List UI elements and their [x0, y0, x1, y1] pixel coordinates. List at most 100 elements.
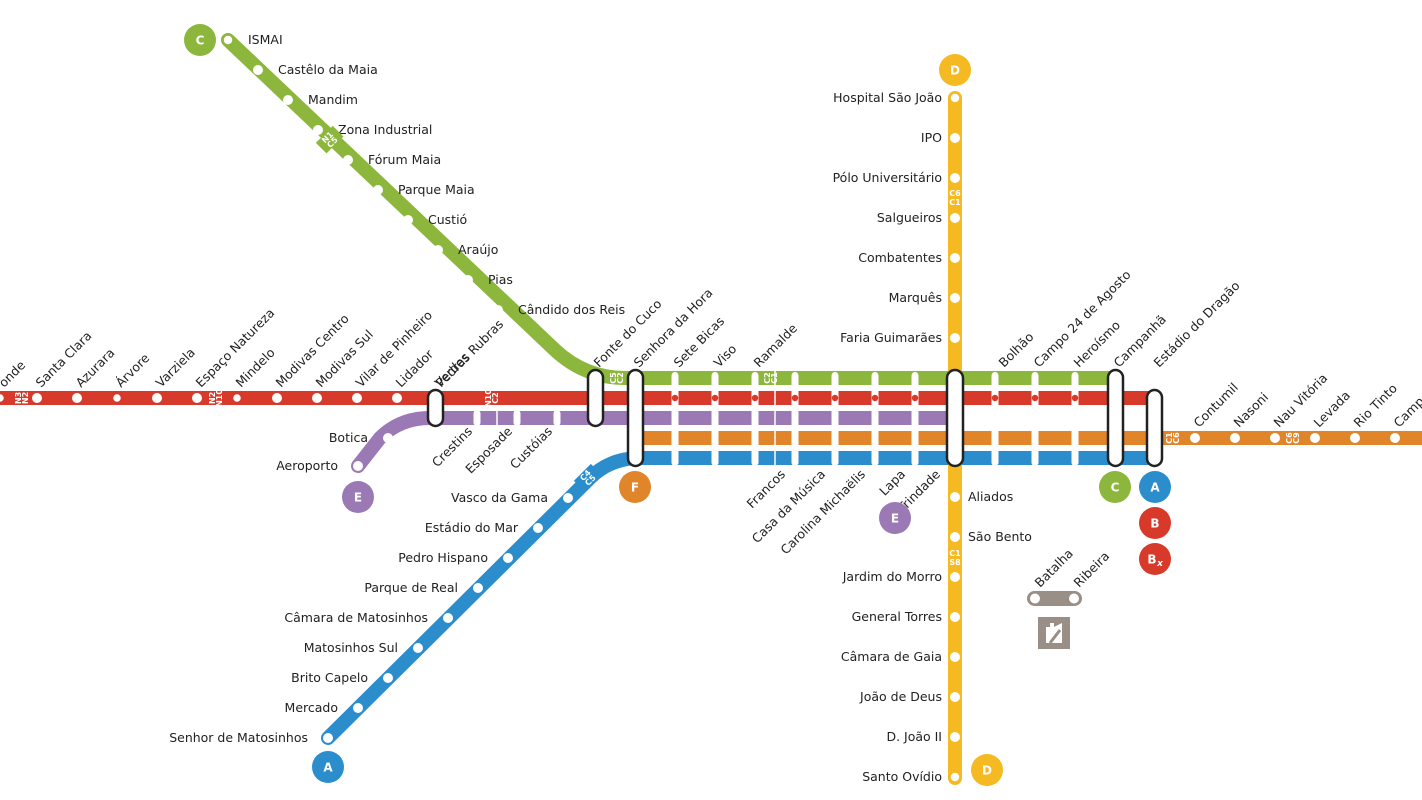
badge-line-c-north[interactable]: C: [184, 24, 216, 56]
station-brito-capelo[interactable]: [383, 673, 393, 683]
station-azurara[interactable]: [72, 393, 82, 403]
station-trunk-795[interactable]: [791, 394, 799, 402]
station-bar[interactable]: [991, 372, 999, 466]
station-senhor-de-matosinhos[interactable]: [323, 733, 333, 743]
station-parque-maia[interactable]: [373, 185, 383, 195]
station-nau-vitoria[interactable]: [1270, 433, 1280, 443]
station-mercado[interactable]: [353, 703, 363, 713]
station-trunk-995[interactable]: [991, 394, 999, 402]
station-varziela[interactable]: [152, 393, 162, 403]
station-aeroporto[interactable]: [353, 461, 363, 471]
station-pias[interactable]: [463, 275, 473, 285]
station-trunk-835[interactable]: [831, 394, 839, 402]
station-general-torres[interactable]: [950, 612, 960, 622]
station-candido-dos-reis[interactable]: [493, 305, 503, 315]
label-marques: Marquês: [889, 290, 942, 305]
station-d-joao-ii[interactable]: [950, 732, 960, 742]
station-trunk-755[interactable]: [751, 394, 759, 402]
station-parque-de-real[interactable]: [473, 583, 483, 593]
station-contumil[interactable]: [1190, 433, 1200, 443]
badge-line-a-west[interactable]: A: [312, 751, 344, 783]
station-nasoni[interactable]: [1230, 433, 1240, 443]
station-camara-de-matosinhos[interactable]: [443, 613, 453, 623]
station-santo-ovidio[interactable]: [948, 770, 962, 784]
station-bar[interactable]: [791, 372, 799, 466]
interchange-verdes[interactable]: [426, 388, 445, 428]
badge-line-d-north[interactable]: D: [939, 54, 971, 86]
station-jardim-do-morro[interactable]: [950, 572, 960, 582]
station-lidador[interactable]: [392, 393, 402, 403]
zone-c2-c: C2: [763, 372, 772, 383]
badge-line-bx[interactable]: B x: [1139, 543, 1171, 575]
station-pedro-hispano[interactable]: [503, 553, 513, 563]
badge-line-d-south[interactable]: D: [971, 754, 1003, 786]
station-mindelo[interactable]: [230, 391, 244, 405]
station-modivas-centro[interactable]: [272, 393, 282, 403]
station-bar[interactable]: [513, 410, 521, 426]
station-ribeira[interactable]: [1069, 593, 1079, 604]
station-bar[interactable]: [1071, 372, 1079, 466]
station-custio[interactable]: [403, 215, 413, 225]
label-pedro-hispano: Pedro Hispano: [398, 550, 488, 565]
interchange-campanha[interactable]: [1106, 368, 1125, 468]
station-ismai[interactable]: [221, 33, 235, 47]
station-bar[interactable]: [553, 410, 561, 426]
station-bar[interactable]: [1031, 372, 1039, 466]
badge-line-a-east[interactable]: A: [1139, 471, 1171, 503]
station-trunk-715[interactable]: [711, 394, 719, 402]
station-joao-de-deus[interactable]: [950, 692, 960, 702]
station-camp[interactable]: [1390, 433, 1400, 443]
station-vilar-de-pinheiro[interactable]: [352, 393, 362, 403]
station-batalha[interactable]: [1030, 593, 1040, 604]
station-mandim[interactable]: [283, 95, 293, 105]
badge-line-b[interactable]: B: [1139, 507, 1171, 539]
station-combatentes[interactable]: [950, 253, 960, 263]
station-hospital-sao-joao[interactable]: [948, 91, 962, 105]
station-onde[interactable]: [0, 391, 7, 405]
station-estadio-do-mar[interactable]: [533, 523, 543, 533]
station-espaco-natureza[interactable]: [192, 393, 202, 403]
station-bar[interactable]: [671, 372, 679, 466]
label-polo-universitario: Pólo Universitário: [833, 170, 942, 185]
station-araujo[interactable]: [433, 245, 443, 255]
interchange-trindade[interactable]: [945, 368, 965, 468]
station-santa-clara[interactable]: [32, 393, 42, 403]
station-aliados[interactable]: [950, 492, 960, 502]
station-camara-de-gaia[interactable]: [950, 652, 960, 662]
station-modivas-sul[interactable]: [312, 393, 322, 403]
badge-line-e-airport[interactable]: E: [342, 481, 374, 513]
station-trunk-1035[interactable]: [1031, 394, 1039, 402]
station-sao-bento[interactable]: [950, 532, 960, 542]
station-castelo-da-maia[interactable]: [253, 65, 263, 75]
station-levada[interactable]: [1310, 433, 1320, 443]
badge-line-e-trindade[interactable]: E: [879, 502, 911, 534]
station-zona-industrial[interactable]: [313, 125, 323, 135]
station-faria-guimaraes[interactable]: [950, 333, 960, 343]
station-marques[interactable]: [950, 293, 960, 303]
station-bar[interactable]: [711, 372, 719, 466]
station-ipo[interactable]: [950, 133, 960, 143]
station-polo-universitario[interactable]: [950, 173, 960, 183]
station-arvore[interactable]: [110, 391, 124, 405]
badge-line-f[interactable]: F: [619, 471, 651, 503]
station-trunk-675[interactable]: [671, 394, 679, 402]
station-vasco-da-gama[interactable]: [563, 493, 573, 503]
station-trunk-1075[interactable]: [1071, 394, 1079, 402]
station-salgueiros[interactable]: [950, 213, 960, 223]
station-forum-maia[interactable]: [343, 155, 353, 165]
interchange-estadio-do-dragao[interactable]: [1145, 388, 1164, 468]
station-trunk-915[interactable]: [911, 394, 919, 402]
interchange-fonte-do-cuco[interactable]: [586, 368, 605, 428]
badge-line-c-east[interactable]: C: [1099, 471, 1131, 503]
interchange-senhora-da-hora[interactable]: [626, 368, 645, 468]
station-trunk-875[interactable]: [871, 394, 879, 402]
station-bar[interactable]: [911, 372, 919, 466]
station-rio-tinto[interactable]: [1350, 433, 1360, 443]
station-matosinhos-sul[interactable]: [413, 643, 423, 653]
label-modivas-centro: Modivas Centro: [273, 311, 352, 390]
station-bar[interactable]: [473, 410, 481, 426]
station-bar[interactable]: [831, 372, 839, 466]
station-botica[interactable]: [383, 433, 393, 443]
station-bar[interactable]: [871, 372, 879, 466]
station-bar[interactable]: [751, 372, 759, 466]
